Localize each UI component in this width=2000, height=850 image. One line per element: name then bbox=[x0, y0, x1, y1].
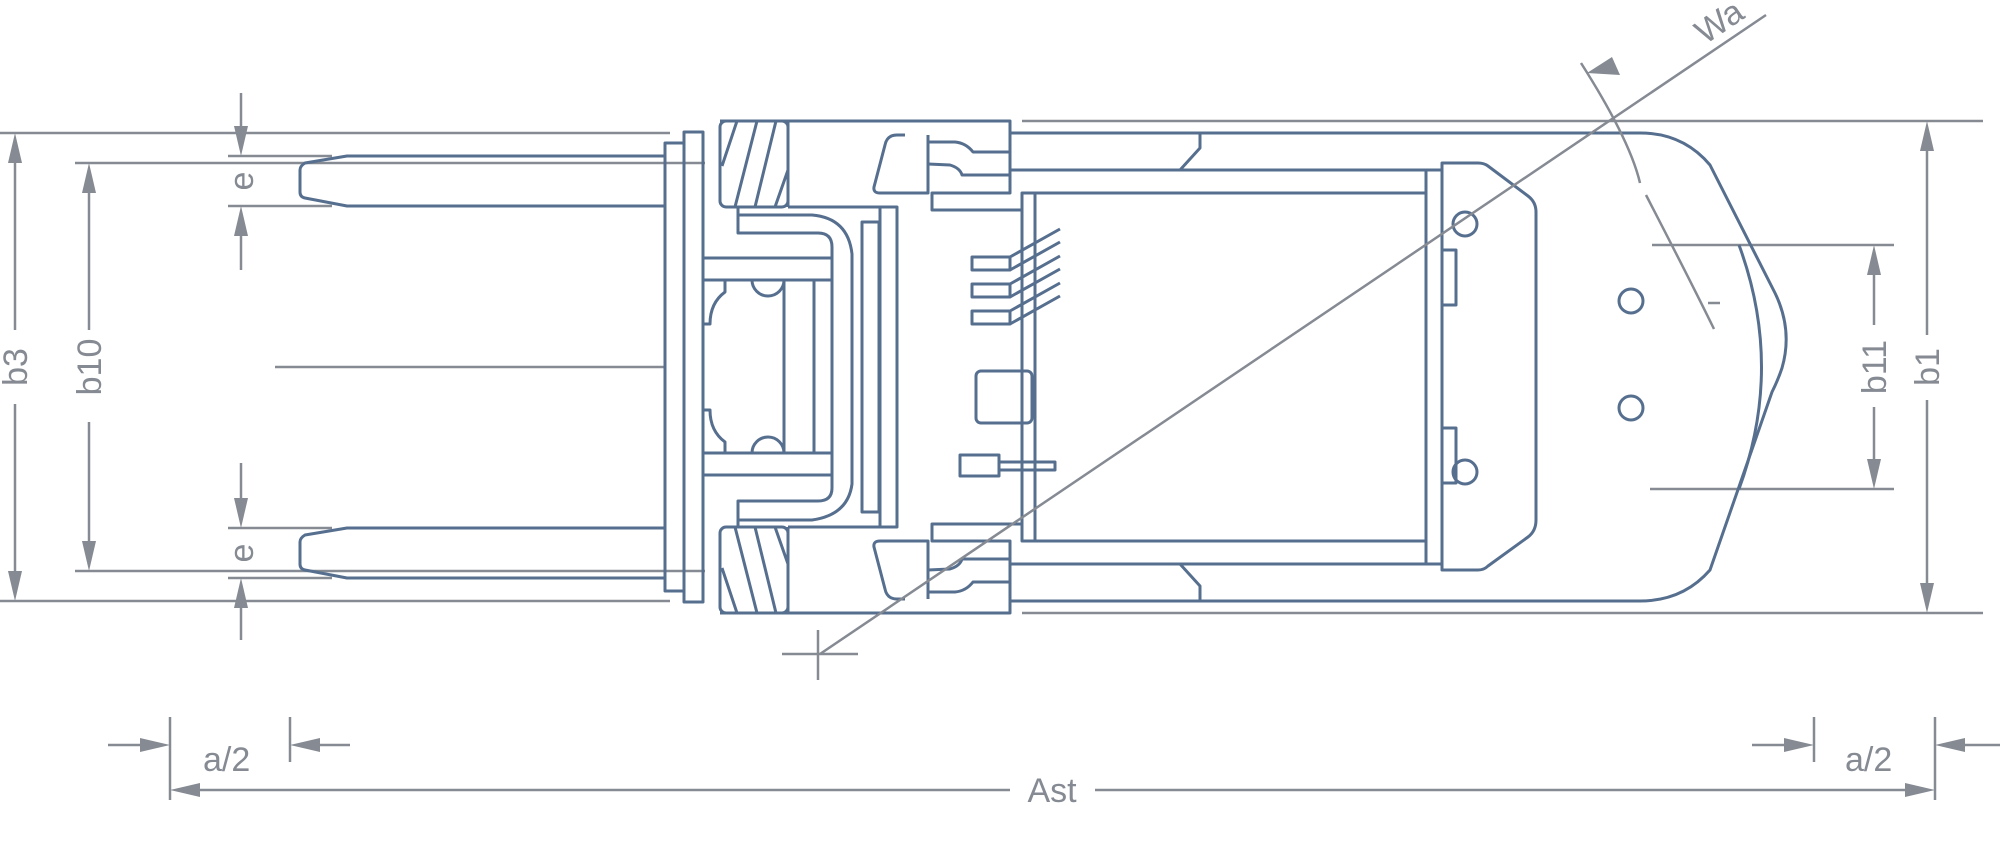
fork-carriage bbox=[663, 141, 686, 593]
dimension-a2-left: a/2 bbox=[108, 717, 350, 800]
dimension-b3: b3 bbox=[0, 133, 35, 601]
label-b3: b3 bbox=[0, 348, 35, 386]
dimension-b1: b1 bbox=[1909, 121, 1947, 613]
dimension-e-top: e bbox=[223, 93, 261, 270]
label-e-bottom: e bbox=[223, 544, 261, 563]
dimension-wa: Wa bbox=[782, 0, 1767, 680]
mast bbox=[703, 119, 1061, 615]
dimension-ast: Ast bbox=[170, 772, 1935, 810]
fork-top bbox=[298, 154, 665, 208]
label-ast: Ast bbox=[1027, 772, 1077, 810]
fork-bottom bbox=[298, 526, 665, 580]
mast-plate bbox=[682, 130, 705, 604]
label-a2-left: a/2 bbox=[203, 741, 250, 779]
dimension-a2-right: a/2 bbox=[1752, 717, 2000, 800]
label-wa: Wa bbox=[1688, 0, 1751, 52]
label-b1: b1 bbox=[1909, 348, 1947, 386]
label-a2-right: a/2 bbox=[1845, 741, 1892, 779]
dimension-e-bottom: e bbox=[223, 463, 261, 640]
dimension-b11: b11 bbox=[1856, 245, 1894, 489]
label-b10: b10 bbox=[71, 339, 109, 396]
label-b11: b11 bbox=[1856, 340, 1894, 394]
extension-lines bbox=[0, 119, 1983, 615]
chassis bbox=[1010, 131, 1788, 603]
label-e-top: e bbox=[223, 172, 261, 191]
dimension-b10: b10 bbox=[71, 163, 109, 571]
